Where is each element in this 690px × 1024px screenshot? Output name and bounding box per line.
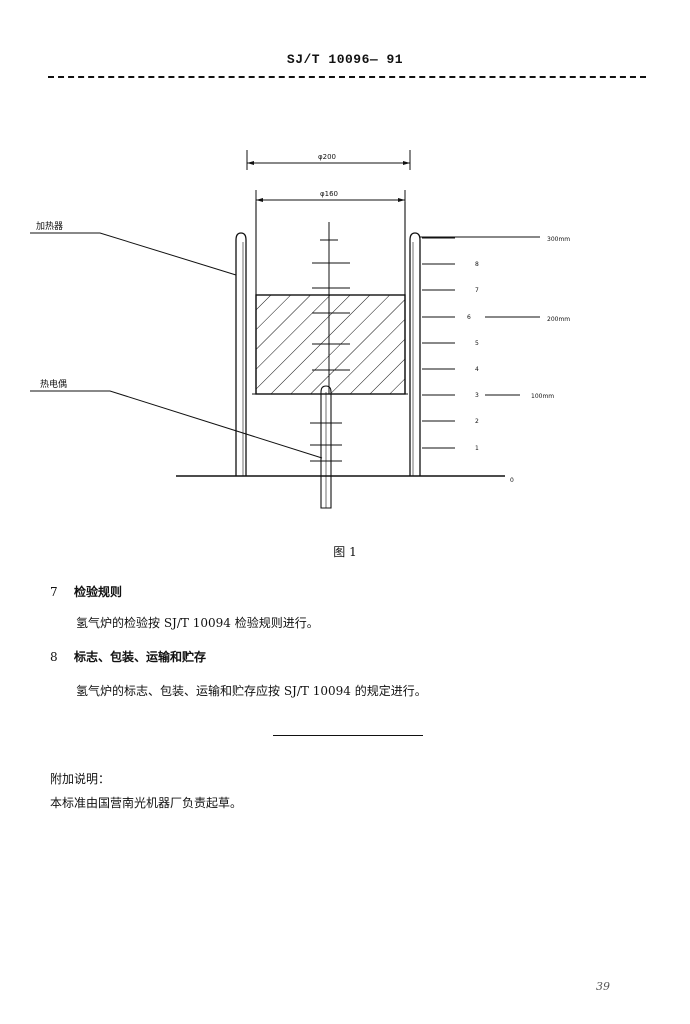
scale-label-6: 6 (467, 314, 471, 321)
figure-caption: 图 1 (333, 545, 357, 559)
section-7-heading: 7 检验规则 (50, 583, 122, 600)
section-7-number: 7 (50, 585, 58, 599)
section-8-heading: 8 标志、包装、运输和贮存 (50, 648, 206, 665)
outer-diameter-label: φ200 (318, 153, 336, 161)
heater-label: 加热器 (36, 220, 63, 232)
section-8-title: 标志、包装、运输和贮存 (74, 650, 207, 664)
section-7-body: 氢气炉的检验按 SJ/T 10094 检验规则进行。 (76, 616, 319, 630)
distance-200-label: 200mm (547, 316, 570, 323)
scale-label-8: 8 (475, 261, 479, 268)
scale-label-1: 1 (475, 445, 479, 452)
figure-1-diagram: φ200 φ160 (30, 150, 570, 509)
separator-rule (273, 735, 423, 736)
inner-diameter-label: φ160 (320, 190, 338, 198)
outer-diameter-dimension: φ200 (246, 150, 411, 170)
heater-walls (235, 232, 421, 476)
page-number: 39 (596, 980, 610, 993)
note-text: 本标准由国营南光机器厂负责起草。 (50, 796, 243, 810)
scale-label-3: 3 (475, 392, 479, 399)
distance-100-label: 100mm (531, 393, 554, 400)
header-rule (48, 76, 646, 78)
scale-label-2: 2 (475, 418, 479, 425)
thermocouple-label: 热电偶 (40, 378, 67, 390)
distance-300-label: 300mm (547, 236, 570, 243)
central-axis (312, 222, 350, 394)
section-8-number: 8 (50, 650, 58, 664)
inner-diameter-dimension: φ160 (255, 190, 406, 210)
scale-label-7: 7 (475, 287, 479, 294)
scale-label-0: 0 (510, 477, 514, 484)
thermocouple-probe (310, 385, 342, 509)
note-heading: 附加说明： (50, 772, 111, 786)
scale-label-5: 5 (475, 340, 479, 347)
section-7-title: 检验规则 (74, 585, 123, 599)
distance-callouts (420, 236, 540, 396)
leader-lines (30, 232, 323, 459)
standard-code-header: SJ/T 10096— 91 (286, 52, 404, 67)
section-8-body: 氢气炉的标志、包装、运输和贮存应按 SJ/T 10094 的规定进行。 (76, 684, 427, 698)
height-scale (422, 237, 455, 449)
scale-label-4: 4 (475, 366, 479, 373)
